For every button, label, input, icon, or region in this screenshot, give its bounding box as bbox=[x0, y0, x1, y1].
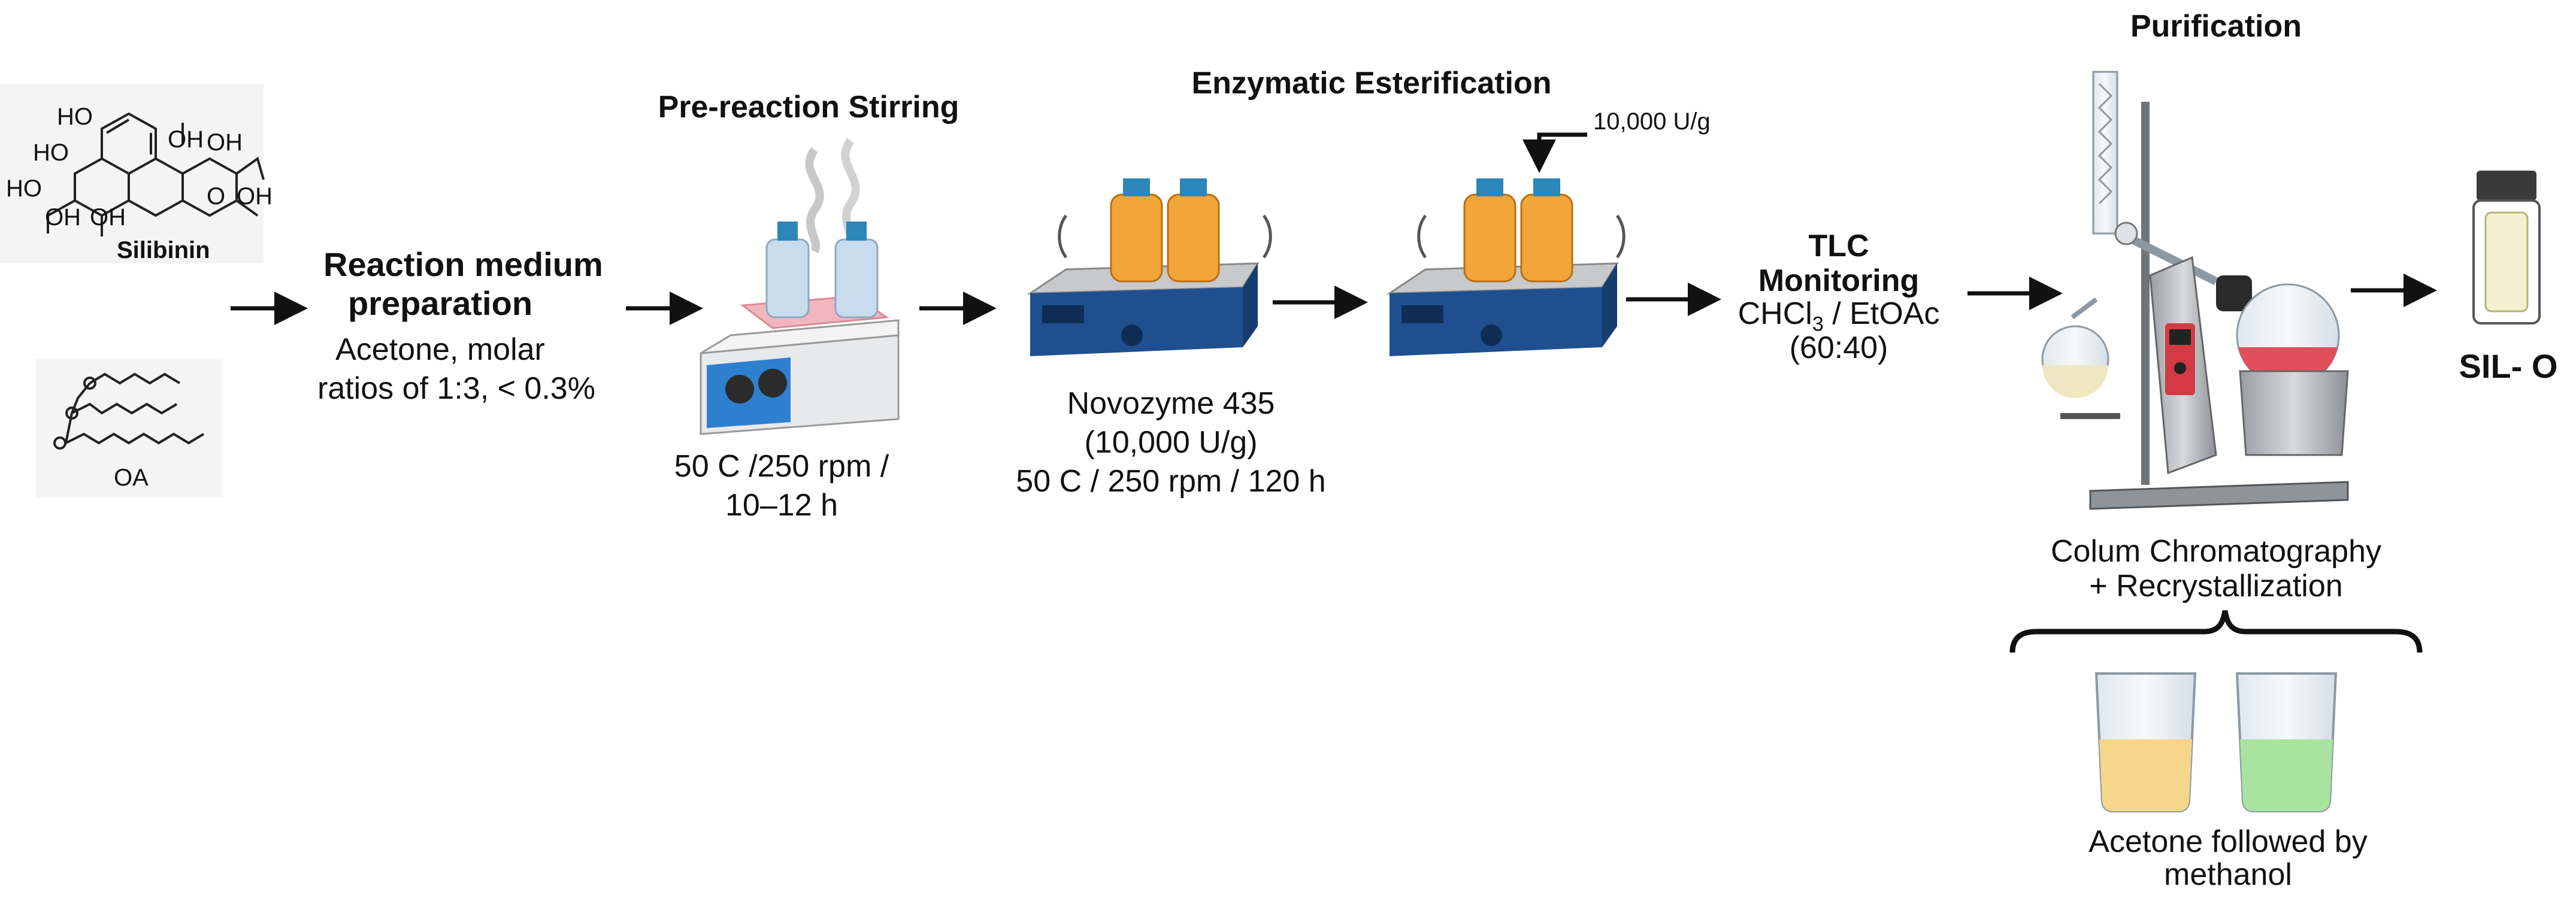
enzyme-addition-arrow-icon bbox=[1522, 132, 1587, 173]
solvent-line2: methanol bbox=[2164, 857, 2292, 892]
beaker-icon bbox=[2235, 672, 2338, 812]
step-purification-title: Purification bbox=[2130, 9, 2302, 44]
flow-arrows bbox=[231, 132, 2437, 325]
atom-label: HO bbox=[57, 104, 93, 130]
step-purification-line2: + Recrystallization bbox=[2089, 569, 2343, 603]
atom-label: OH bbox=[168, 126, 204, 153]
atom-label: O bbox=[207, 183, 226, 210]
silibinin-label: Silibinin bbox=[117, 237, 210, 263]
enzyme-addition-label: 10,000 U/g bbox=[1593, 108, 1711, 135]
step-medium-title-line1: Reaction medium bbox=[323, 245, 603, 283]
solvent-a: CHCl bbox=[1737, 296, 1812, 331]
solvent-a-subscript: 3 bbox=[1812, 313, 1824, 336]
atom-label: OH bbox=[237, 183, 273, 210]
product-label: SIL- O bbox=[2459, 347, 2558, 385]
oa-label: OA bbox=[114, 465, 149, 491]
atom-label: OH bbox=[45, 204, 81, 230]
step-stirring-title: Pre-reaction Stirring bbox=[658, 90, 959, 125]
step-medium-line2: ratios of 1:3, < 0.3% bbox=[317, 371, 595, 406]
orbital-shaker-icon bbox=[1027, 178, 1272, 356]
oa-structure-icon bbox=[36, 359, 222, 497]
atom-label: OH bbox=[207, 129, 243, 156]
solvent-line1: Acetone followed by bbox=[2088, 824, 2368, 859]
step-enzymatic-line3: 50 C / 250 rpm / 120 h bbox=[1016, 464, 1326, 499]
solvent-separator: / EtOAc bbox=[1823, 296, 1940, 331]
curly-brace-icon bbox=[2009, 610, 2423, 653]
step-enzymatic-line1: Novozyme 435 bbox=[1067, 386, 1275, 421]
orbital-shaker-icon bbox=[1386, 178, 1625, 356]
step-tlc-solvent: CHCl3 / EtOAc bbox=[1719, 296, 1959, 336]
step-enzymatic-line2: (10,000 U/g) bbox=[1084, 425, 1258, 460]
step-medium-title-line2: preparation bbox=[347, 284, 533, 322]
atom-label: OH bbox=[90, 204, 126, 230]
vial-icon bbox=[2472, 171, 2541, 324]
step-medium-line1: Acetone, molar bbox=[335, 332, 545, 367]
step-stirring-line2: 10–12 h bbox=[725, 488, 838, 523]
hotplate-stirrer-icon bbox=[700, 138, 900, 435]
silibinin-structure-icon bbox=[0, 84, 265, 263]
step-stirring-line1: 50 C /250 rpm / bbox=[674, 449, 889, 484]
step-enzymatic-title: Enzymatic Esterification bbox=[1191, 66, 1552, 101]
atom-label: HO bbox=[6, 175, 42, 202]
rotary-evaporator-icon bbox=[2041, 71, 2349, 510]
step-purification-line1: Colum Chromatography bbox=[2050, 534, 2382, 569]
step-tlc-ratio: (60:40) bbox=[1789, 330, 1888, 365]
step-tlc-line2: Monitoring bbox=[1758, 263, 1920, 298]
beaker-icon bbox=[2094, 672, 2197, 812]
step-tlc-line1: TLC bbox=[1808, 229, 1869, 263]
atom-label: HO bbox=[33, 139, 69, 166]
